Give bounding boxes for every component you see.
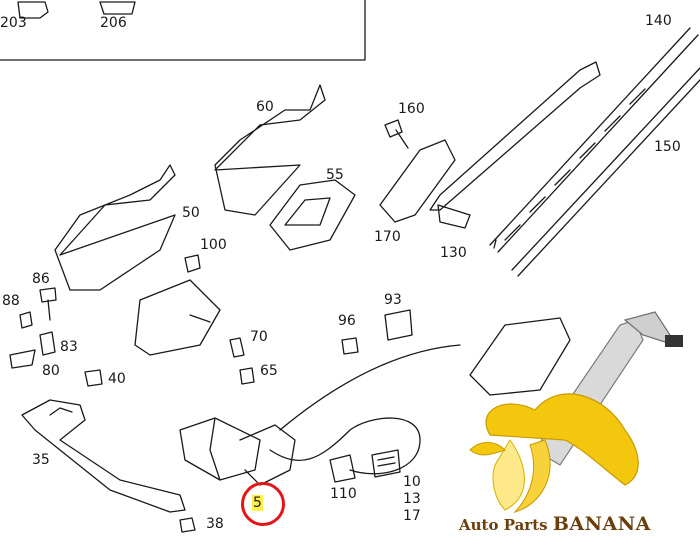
wiper-blade-150 <box>511 67 700 277</box>
label-13: 13 <box>403 491 421 507</box>
label-50: 50 <box>182 205 200 221</box>
nut-65 <box>239 367 255 385</box>
wiper-arm-130 <box>429 61 601 211</box>
bolt-96 <box>341 337 359 355</box>
label-203: 203 <box>0 15 27 31</box>
part-206-shape <box>99 1 136 15</box>
bracket-35 <box>21 399 186 513</box>
label-38: 38 <box>206 516 224 532</box>
label-60: 60 <box>256 99 274 115</box>
label-65: 65 <box>260 363 278 379</box>
label-35: 35 <box>32 452 50 468</box>
label-40: 40 <box>108 371 126 387</box>
holder-93 <box>384 309 413 341</box>
watermark-line2: BANANA <box>552 513 651 535</box>
label-80: 80 <box>42 363 60 379</box>
label-160: 160 <box>398 101 425 117</box>
label-83: 83 <box>60 339 78 355</box>
label-86: 86 <box>32 271 50 287</box>
label-88: 88 <box>2 293 20 309</box>
inset-frame <box>0 0 366 61</box>
label-140: 140 <box>645 13 672 29</box>
label-70: 70 <box>250 329 268 345</box>
label-150: 150 <box>654 139 681 155</box>
part-203-shape <box>17 1 49 19</box>
connector-10 <box>371 449 401 478</box>
label-17: 17 <box>403 508 421 524</box>
label-10: 10 <box>403 474 421 490</box>
bolt-160 <box>384 119 409 149</box>
pump-60 <box>214 84 326 216</box>
label-110: 110 <box>330 486 357 502</box>
label-130: 130 <box>440 245 467 261</box>
bolt-100 <box>184 254 201 273</box>
motor-5 <box>179 417 261 481</box>
label-170: 170 <box>374 229 401 245</box>
label-55: 55 <box>326 167 344 183</box>
connector-110 <box>329 454 356 483</box>
wiper-blade-140 <box>489 27 699 253</box>
label-96: 96 <box>338 313 356 329</box>
watermark: Auto Parts BANANA <box>459 513 651 535</box>
label-206: 206 <box>100 15 127 31</box>
clip-88 <box>19 311 33 329</box>
component-upper-right <box>469 317 571 396</box>
seal-55 <box>269 179 356 251</box>
cover-170 <box>379 139 456 223</box>
bracket <box>134 279 221 356</box>
highlight-ring <box>241 482 285 526</box>
label-93: 93 <box>384 292 402 308</box>
banana-logo-graphic <box>469 311 683 513</box>
label-100: 100 <box>200 237 227 253</box>
spring-83 <box>39 331 56 356</box>
label-5: 5 <box>252 495 263 511</box>
reservoir-50 <box>54 164 176 291</box>
wiring-harness <box>279 344 461 431</box>
nut-40 <box>84 369 103 387</box>
clip-80 <box>9 349 36 369</box>
bolt-86 <box>39 287 57 321</box>
watermark-line1: Auto Parts <box>459 516 548 534</box>
washer-38 <box>179 517 196 533</box>
label-5-highlight: 5 <box>252 495 263 511</box>
connector-70 <box>229 337 245 358</box>
